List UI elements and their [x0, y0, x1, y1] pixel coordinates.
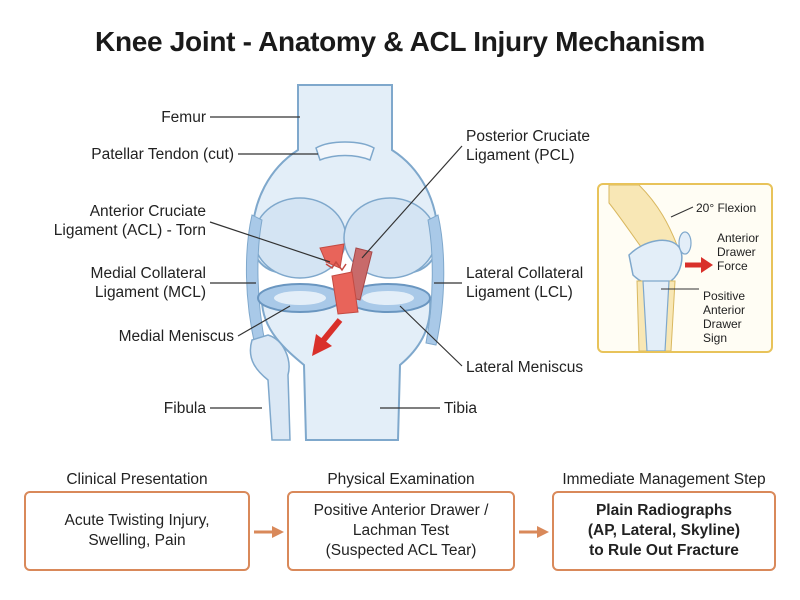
- step-box-management: Plain Radiographs (AP, Lateral, Skyline)…: [552, 491, 776, 571]
- label-pcl: Posterior Cruciate Ligament (PCL): [466, 128, 591, 164]
- step-text-management: Plain Radiographs (AP, Lateral, Skyline)…: [587, 502, 741, 559]
- step-heading-examination: Physical Examination: [327, 471, 475, 488]
- step-heading-presentation: Clinical Presentation: [66, 471, 208, 488]
- acl-torn: [319, 243, 359, 315]
- label-tibia: Tibia: [444, 400, 478, 417]
- step-box-presentation: Acute Twisting Injury, Swelling, Pain: [24, 491, 250, 571]
- patellar-tendon: [315, 141, 375, 161]
- step-text-examination: Positive Anterior Drawer / Lachman Test …: [313, 502, 489, 559]
- knee-illustration: [209, 84, 463, 441]
- step-heading-management: Immediate Management Step: [562, 471, 766, 488]
- label-medial-meniscus: Medial Meniscus: [118, 328, 234, 345]
- flow-arrow-1: [254, 526, 284, 538]
- inset-label-force: Anterior Drawer Force: [717, 231, 760, 273]
- drawer-test-inset: 20° Flexion Anterior Drawer Force Positi…: [597, 183, 773, 353]
- step-box-examination: Positive Anterior Drawer / Lachman Test …: [287, 491, 515, 571]
- label-fibula: Fibula: [163, 400, 206, 417]
- fibula-bone: [249, 334, 291, 441]
- flow-arrow-2: [519, 526, 549, 538]
- inset-label-sign: Positive Anterior Drawer Sign: [703, 289, 746, 345]
- flexed-knee-illustration: [608, 185, 713, 351]
- femur-condyle-medial: [253, 197, 347, 279]
- page-title: Knee Joint - Anatomy & ACL Injury Mechan…: [95, 26, 705, 57]
- tibia-bone: [260, 299, 432, 441]
- label-femur: Femur: [161, 109, 206, 126]
- inset-label-flexion: 20° Flexion: [696, 201, 757, 215]
- label-lcl: Lateral Collateral Ligament (LCL): [466, 265, 584, 301]
- injury-arrow: [319, 318, 343, 344]
- label-lateral-meniscus: Lateral Meniscus: [466, 359, 584, 376]
- label-patellar-tendon: Patellar Tendon (cut): [91, 146, 234, 163]
- label-mcl: Medial Collateral Ligament (MCL): [90, 265, 206, 301]
- label-acl: Anterior Cruciate Ligament (ACL) - Torn: [53, 203, 206, 239]
- step-text-presentation: Acute Twisting Injury, Swelling, Pain: [64, 512, 210, 549]
